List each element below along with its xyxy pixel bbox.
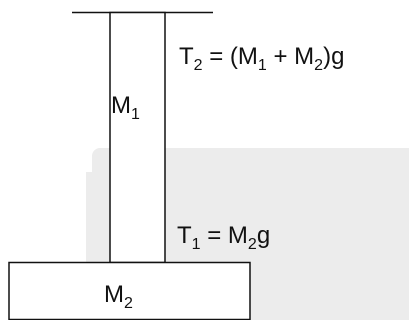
eq-part: = (M xyxy=(202,43,258,70)
label-mass-m1: M1 xyxy=(111,92,140,123)
rod-m1 xyxy=(109,11,166,264)
eq-subscript: 2 xyxy=(314,57,324,74)
label-mass-m2: M2 xyxy=(104,281,133,312)
block-m2 xyxy=(8,261,251,320)
eq-part: T xyxy=(177,222,192,249)
eq-part: )g xyxy=(323,43,345,70)
eq-subscript: 2 xyxy=(193,57,203,74)
equation-tension-t2: T2 = (M1 + M2)g xyxy=(179,43,345,74)
mass-subscript: 2 xyxy=(124,295,133,312)
mass-symbol: M xyxy=(111,92,131,119)
mass-subscript: 1 xyxy=(131,106,140,123)
eq-subscript: 1 xyxy=(191,236,201,253)
eq-part: g xyxy=(256,222,271,249)
eq-part: + M xyxy=(266,43,315,70)
eq-subscript: 2 xyxy=(247,236,257,253)
eq-subscript: 1 xyxy=(257,57,267,74)
eq-part: = M xyxy=(200,222,248,249)
mass-symbol: M xyxy=(104,281,124,308)
eq-part: T xyxy=(179,43,194,70)
equation-tension-t1: T1 = M2g xyxy=(177,222,271,253)
